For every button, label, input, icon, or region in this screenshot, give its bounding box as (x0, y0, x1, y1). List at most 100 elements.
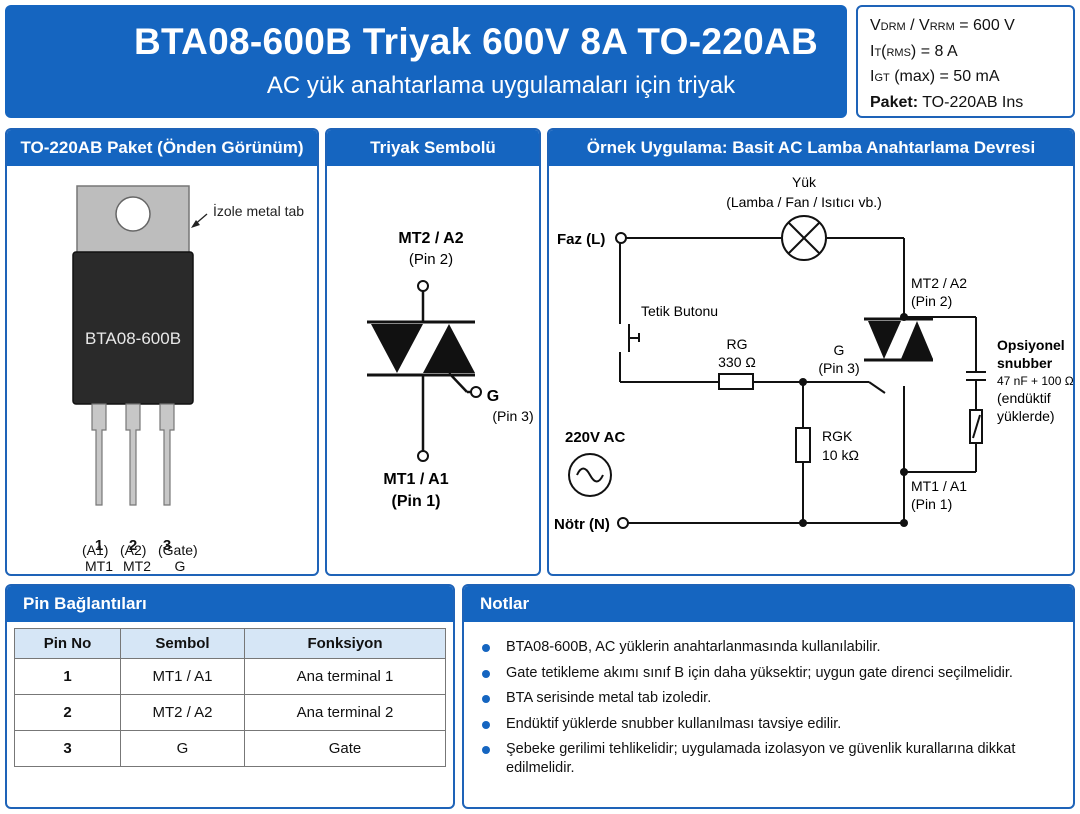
circuit-panel: Örnek Uygulama: Basit AC Lamba Anahtarla… (547, 128, 1075, 576)
gate-lead-diag (448, 372, 468, 393)
list-item: Gate tetikleme akımı sınıf B için daha y… (478, 664, 1068, 683)
spec-igt: Igt (max) = 50 mA (870, 68, 1000, 85)
circuit-mt2-label: MT2 / A2 (911, 275, 967, 291)
package-body (72, 251, 194, 405)
table-row: 2 MT2 / A2 Ana terminal 2 (14, 694, 446, 731)
triac-symbol: MT2 / A2 (Pin 2) G (Pin 3) MT1 / A1 (Pin… (367, 230, 534, 510)
row-3-pin: 3 (14, 730, 121, 767)
pin-3-name: G (175, 558, 186, 574)
ac-sine (576, 467, 604, 483)
pins-panel-title: Pin Bağlantıları (7, 586, 453, 622)
junction-mt1-neutral (900, 519, 908, 527)
list-item: Şebeke gerilimi tehlikelidir; uygulamada… (478, 740, 1068, 778)
page-subtitle: AC yük anahtarlama uygulamaları için tri… (266, 72, 736, 99)
source-label: 220V AC (565, 429, 625, 446)
mt1-terminal (417, 450, 429, 462)
row-1-pin: 1 (14, 658, 121, 695)
leg-1 (91, 403, 107, 506)
pin-alt-row: (A1) (A2) (Gate) (7, 542, 317, 562)
spec-box: Vdrm / Vrrm = 600 V It(rms) = 8 A Igt (m… (856, 5, 1075, 118)
symbol-gate-label: G (487, 388, 499, 405)
row-2-symbol: MT2 / A2 (120, 694, 245, 731)
rgk-label: RGK (822, 428, 853, 444)
list-item: BTA08-600B, AC yüklerin anahtarlanmasınd… (478, 638, 1068, 657)
row-3-symbol: G (120, 730, 245, 767)
tab-hole (115, 196, 151, 232)
circuit-mt2-pin: (Pin 2) (911, 293, 952, 309)
rgk-resistor (795, 427, 811, 463)
leg-2 (125, 403, 141, 506)
snubber-value: 47 nF + 100 Ω (997, 374, 1073, 388)
gate-pin: (Pin 3) (818, 360, 859, 376)
package-drawing: İzole metal tab BTA08-600B 1 2 3 MT1 MT2… (72, 185, 304, 574)
tab-arrow-head (191, 220, 200, 228)
snubber-note-1: (endüktif (997, 390, 1051, 406)
snubber-label-2: snubber (997, 355, 1053, 371)
tab-label: İzole metal tab (213, 202, 304, 219)
gate-terminal (470, 386, 482, 398)
symbol-mt1-label: MT1 / A1 (383, 471, 448, 488)
junction-neutral (799, 519, 807, 527)
lamp-cross-2 (788, 222, 820, 254)
junction-mt2 (900, 313, 908, 321)
triac-triangle-up (423, 324, 475, 373)
pin-table: Pin No Sembol Fonksiyon 1 MT1 / A1 Ana t… (14, 628, 446, 767)
leg-3 (159, 403, 175, 506)
package-panel-title: TO-220AB Paket (Önden Görünüm) (7, 130, 317, 166)
pin-2-alt: (A2) (120, 542, 147, 558)
notes-panel-title: Notlar (464, 586, 1073, 622)
pin-3-alt: (Gate) (158, 542, 198, 558)
row-3-function: Gate (244, 730, 446, 767)
pin-table-header: Pin No Sembol Fonksiyon (14, 628, 446, 659)
pin-1-name: MT1 (85, 558, 113, 574)
notes-panel: Notlar (462, 584, 1075, 809)
bullet-icon (482, 695, 490, 703)
neutral-label: Nötr (N) (554, 516, 610, 533)
rg-value: 330 Ω (718, 354, 756, 370)
body-marking: BTA08-600B (85, 329, 181, 348)
symbol-gate-pin: (Pin 3) (492, 408, 533, 424)
load-desc: (Lamba / Fan / Isıtıcı vb.) (726, 194, 882, 210)
wire-gate-lead (868, 381, 886, 394)
circuit-mt1-pin: (Pin 1) (911, 496, 952, 512)
circuit-mt1-label: MT1 / A1 (911, 478, 967, 494)
bullet-icon (482, 720, 490, 729)
symbol-panel-title: Triyak Sembolü (327, 130, 539, 166)
table-row: 1 MT1 / A1 Ana terminal 1 (14, 658, 446, 695)
load-label: Yük (792, 174, 817, 190)
circuit-triac-down (868, 321, 901, 359)
row-2-pin: 2 (14, 694, 121, 731)
pin-1-alt: (A1) (82, 542, 109, 558)
symbol-mt1-pin: (Pin 1) (392, 493, 441, 510)
snubber-note-2: yüklerde) (997, 408, 1055, 424)
row-1-symbol: MT1 / A1 (120, 658, 245, 695)
pin-3-number: 3 (163, 537, 171, 554)
notes-list: BTA08-600B, AC yüklerin anahtarlanmasınd… (478, 638, 1068, 785)
list-item: BTA serisinde metal tab izoledir. (478, 689, 1068, 708)
snubber-label-1: Opsiyonel (997, 337, 1065, 353)
row-1-function: Ana terminal 1 (244, 658, 446, 695)
rgk-value: 10 kΩ (822, 447, 859, 463)
triac-triangle-down (371, 324, 423, 373)
spec-it: It(rms) = 8 A (870, 42, 958, 60)
row-2-function: Ana terminal 2 (244, 694, 446, 731)
spec-vdrm: Vdrm / Vrrm = 600 V (870, 17, 1015, 34)
junction-gate (799, 378, 807, 386)
package-panel: TO-220AB Paket (Önden Görünüm) İzole met… (5, 128, 319, 576)
junction-mt1 (900, 468, 908, 476)
title-banner: BTA08-600B Triyak 600V 8A TO-220AB AC yü… (5, 5, 847, 118)
rg-resistor (718, 373, 754, 390)
neutral-terminal (617, 517, 629, 529)
header-pin-no: Pin No (14, 628, 121, 659)
header-symbol: Sembol (120, 628, 245, 659)
rg-label: RG (727, 336, 748, 352)
phase-label: Faz (L) (557, 231, 605, 248)
mt2-terminal (417, 280, 429, 292)
bullet-icon (482, 669, 490, 678)
snubber-resistor-mark (972, 414, 981, 439)
bullet-icon (482, 746, 490, 754)
symbol-panel: Triyak Sembolü MT2 / A2 (Pin 2) G (Pin 3… (325, 128, 541, 576)
gate-label: G (834, 342, 845, 358)
pin-2-name: MT2 (123, 558, 151, 574)
phase-terminal (615, 232, 627, 244)
